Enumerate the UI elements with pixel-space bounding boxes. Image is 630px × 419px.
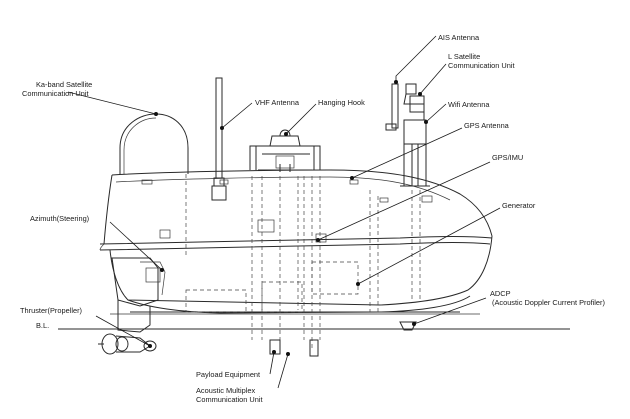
hull <box>99 169 493 315</box>
label-thruster: Thruster(Propeller) <box>20 306 82 315</box>
label-vhf-antenna: VHF Antenna <box>255 98 300 107</box>
label-ka-band-line1: Ka-band Satellite <box>36 80 92 89</box>
antenna-tower <box>385 83 433 203</box>
label-acoustic-line2: Communication Unit <box>196 395 263 404</box>
label-gps-imu: GPS/IMU <box>492 153 523 162</box>
internal-components <box>141 174 421 357</box>
label-ka-band-line2: Communication Unit <box>22 89 89 98</box>
label-ais-antenna: AIS Antenna <box>438 33 480 42</box>
label-adcp-line2: (Acoustic Doppler Current Profiler) <box>492 298 605 307</box>
thruster-propeller <box>98 333 157 355</box>
label-wifi-antenna: Wifi Antenna <box>448 100 490 109</box>
leader-lines <box>67 35 501 389</box>
label-gps-antenna: GPS Antenna <box>464 121 510 130</box>
label-azimuth: Azimuth(Steering) <box>30 214 89 223</box>
label-hanging-hook: Hanging Hook <box>318 98 365 107</box>
label-l-satellite-line2: Communication Unit <box>448 61 515 70</box>
label-adcp-line1: ADCP <box>490 289 511 298</box>
hanging-hook-frame <box>249 129 321 172</box>
ka-band-dome <box>119 113 189 174</box>
leader-dots <box>148 80 428 356</box>
label-payload: Payload Equipment <box>196 370 260 379</box>
labels: AIS Antenna L Satellite Communication Un… <box>20 33 605 404</box>
label-l-satellite-line1: L Satellite <box>448 52 480 61</box>
label-baseline: B.L. <box>36 321 49 330</box>
stern-housing <box>111 257 166 333</box>
label-acoustic-line1: Acoustic Multiplex <box>196 386 255 395</box>
label-generator: Generator <box>502 201 536 210</box>
vhf-mast <box>211 77 227 201</box>
